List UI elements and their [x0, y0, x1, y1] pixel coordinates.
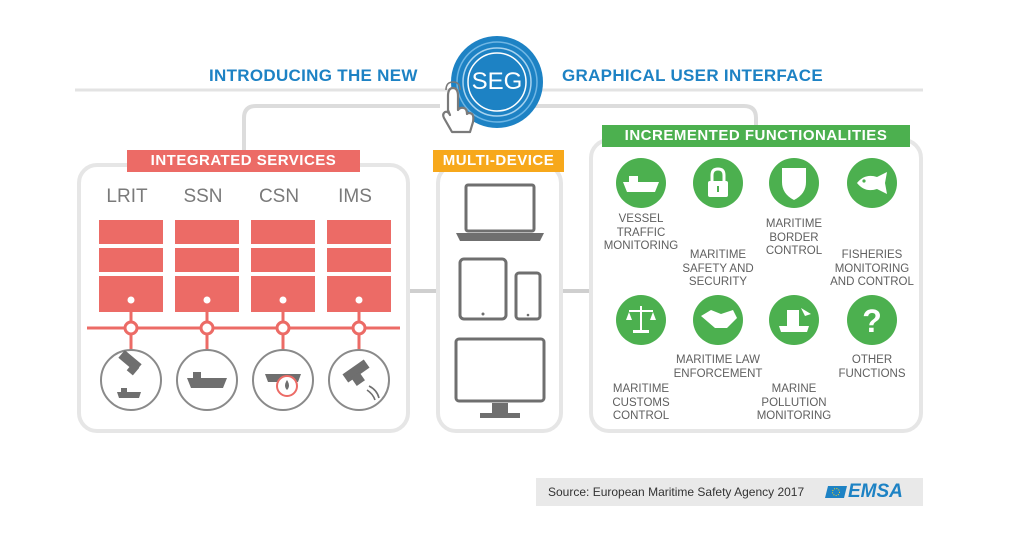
- ship-pollution-icon: [252, 349, 314, 411]
- server-stack-icon: [99, 220, 163, 352]
- function-label-law-enforcement: MARITIME LAW ENFORCEMENT: [673, 354, 763, 380]
- shield-icon: [769, 158, 819, 208]
- footer-bar: [536, 478, 923, 506]
- padlock-icon: [693, 158, 743, 208]
- smartphone-icon: [514, 271, 542, 321]
- function-label-customs: MARITIME CUSTOMS CONTROL: [612, 383, 670, 422]
- server-stack-icon: [175, 220, 239, 352]
- eu-flag-icon: [825, 486, 847, 498]
- fish-icon: [847, 158, 897, 208]
- function-label-border-control: MARITIME BORDER CONTROL: [765, 218, 823, 257]
- ship-icon: [616, 158, 666, 208]
- tap-hand-icon: [442, 81, 475, 134]
- ship-icon: [176, 349, 238, 411]
- service-label-ssn: SSN: [183, 186, 223, 207]
- header-left-text: INTRODUCING THE NEW: [209, 66, 418, 85]
- source-text: Source: European Maritime Safety Agency …: [548, 485, 805, 499]
- satellite-ship-icon: [100, 349, 162, 411]
- server-stack-icon: [251, 220, 315, 352]
- laptop-icon: [456, 183, 544, 241]
- scales-icon: [616, 295, 666, 345]
- multi-device-title: MULTI-DEVICE: [433, 150, 564, 172]
- functionalities-title: INCREMENTED FUNCTIONALITIES: [602, 125, 910, 147]
- satellite-signal-icon: [328, 349, 390, 411]
- service-label-ims: IMS: [338, 186, 372, 207]
- seg-badge-text: SEG: [471, 68, 523, 95]
- tablet-icon: [458, 257, 508, 321]
- server-stack-icon: [327, 220, 391, 352]
- monitor-icon: [454, 337, 546, 418]
- question-icon: ?: [847, 295, 897, 345]
- emsa-logo: EMSA: [848, 481, 903, 502]
- devices: [454, 183, 546, 418]
- function-icons: ?: [616, 158, 897, 345]
- pollution-icon: [769, 295, 819, 345]
- header-right-text: GRAPHICAL USER INTERFACE: [562, 66, 823, 85]
- function-label-other: OTHER FUNCTIONS: [838, 354, 906, 380]
- function-label-pollution: MARINE POLLUTION MONITORING: [756, 383, 832, 422]
- service-label-csn: CSN: [258, 186, 300, 207]
- function-label-vessel-traffic: VESSEL TRAFFIC MONITORING: [603, 213, 679, 252]
- service-label-lrit: LRIT: [106, 186, 148, 207]
- handshake-icon: [693, 295, 743, 345]
- svg-text:?: ?: [862, 303, 882, 339]
- function-label-fisheries: FISHERIES MONITORING AND CONTROL: [830, 249, 914, 288]
- integrated-services-title: INTEGRATED SERVICES: [127, 150, 360, 172]
- function-label-safety-security: MARITIME SAFETY AND SECURITY: [682, 249, 754, 288]
- seg-rings: [451, 36, 543, 128]
- seg-badge: SEG: [449, 34, 545, 130]
- service-stacks: [87, 220, 400, 411]
